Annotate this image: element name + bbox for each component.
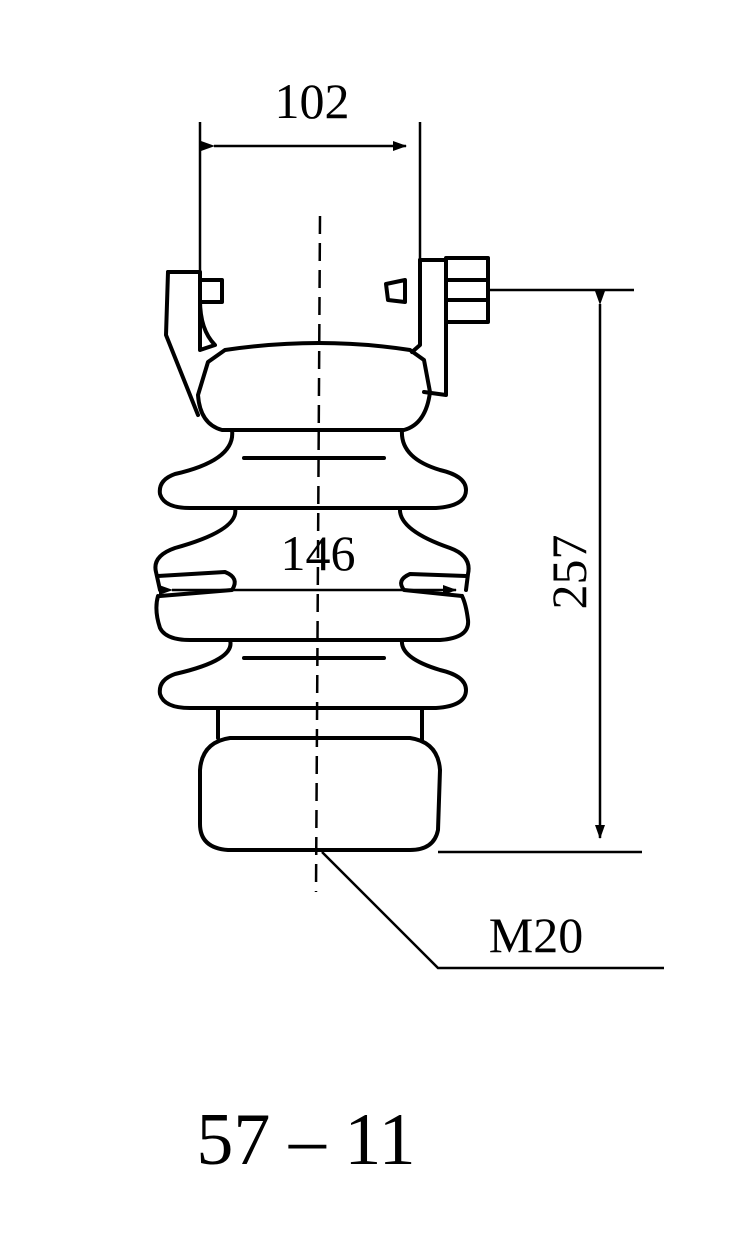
clamp-nut — [444, 256, 490, 324]
centerline — [314, 215, 322, 893]
insulator-shed-2 — [153, 506, 238, 592]
insulator-shed-2-right — [397, 506, 471, 592]
shed-groove-left — [156, 570, 237, 598]
dimension-top-width-label: 102 — [275, 73, 350, 129]
thread-label: M20 — [489, 907, 583, 963]
figure-caption: 57 – 11 — [196, 1099, 415, 1181]
top-clamp — [164, 258, 448, 417]
leader-thread: M20 — [321, 851, 664, 970]
dimension-shed-diameter-label: 146 — [281, 525, 356, 581]
dimension-top-width: 102 — [198, 73, 422, 272]
insulator-shed-4 — [157, 638, 468, 710]
shed-groove-right — [399, 572, 468, 598]
base-fitting — [198, 706, 442, 852]
dimension-shed-diameter: 146 — [159, 525, 457, 595]
insulator-shed-3 — [154, 594, 471, 642]
insulator-shed-1 — [157, 428, 468, 510]
insulator-cap — [196, 341, 432, 432]
dimension-height: 257 — [438, 288, 642, 854]
dimension-height-label: 257 — [541, 535, 597, 610]
